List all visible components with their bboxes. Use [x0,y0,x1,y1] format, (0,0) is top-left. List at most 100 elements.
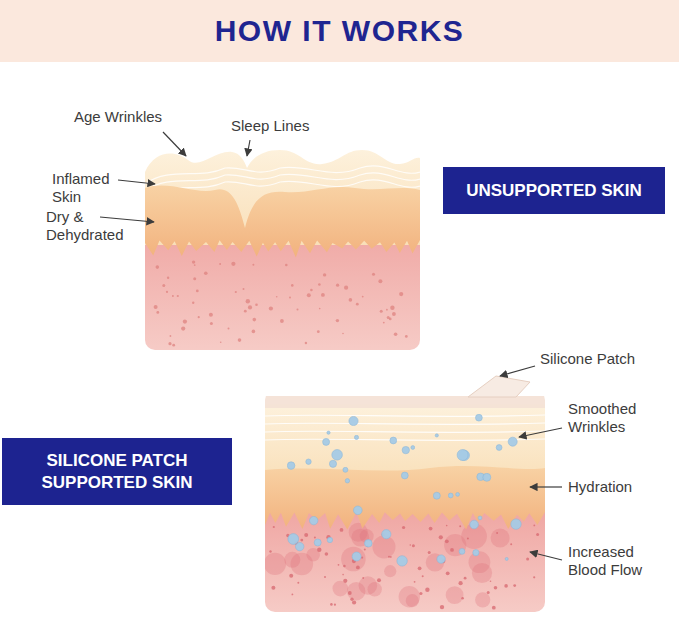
leader-line [163,132,186,156]
blotch [373,535,396,558]
dot [269,550,271,552]
dot [533,576,535,578]
blotch [384,565,396,577]
bubble [306,459,311,464]
dot [209,313,213,317]
dot [494,586,498,590]
dot [154,305,158,309]
dot [252,330,256,334]
dot [467,538,469,540]
bubble [287,462,295,470]
dot [445,539,449,543]
dot [425,588,429,592]
dot [231,262,235,266]
callout-label: Sleep Lines [231,117,309,135]
dot [172,344,175,347]
dot [192,260,195,263]
bubble [459,549,465,555]
dot [342,333,344,335]
dot [280,319,284,323]
dot [297,309,299,311]
dot [378,279,382,283]
dot [388,556,390,558]
dot [412,544,415,547]
dot [350,598,353,601]
dot [168,342,171,345]
dot [244,310,247,313]
dot [536,533,539,536]
dot [356,566,360,570]
leader-line [519,428,562,437]
dot [289,574,293,578]
leader-line [118,180,155,184]
box-content: SILICONE PATCH SUPPORTED SKIN [12,450,222,493]
bubble [437,555,445,563]
dot [166,291,168,293]
dot [349,298,353,302]
dot [439,535,443,539]
bubble [288,534,299,545]
dot [246,299,250,303]
dot [162,284,165,287]
bubble [457,450,468,461]
dermis-dots [269,525,539,610]
dot [252,264,254,266]
dot [330,603,333,606]
dot [192,302,194,304]
dot [248,305,252,309]
dot [487,591,490,594]
dot [318,283,321,286]
striation [265,431,545,432]
dot [253,318,257,322]
dot [317,548,321,552]
bubble [397,556,407,566]
dot [228,327,230,329]
blotch [491,529,510,548]
dot [276,296,278,298]
dot [459,525,461,527]
blotch [368,582,382,596]
dot [193,277,196,280]
bubble [411,446,415,450]
dot [289,296,291,298]
dot [285,264,288,267]
dry-layer [145,186,420,258]
dot [405,335,408,338]
box-label: SILICONE PATCH SUPPORTED SKIN [12,450,222,493]
box-label: UNSUPPORTED SKIN [466,180,642,201]
dot [446,525,448,527]
dot [362,296,364,298]
blotch [333,581,349,597]
dot [196,290,199,293]
dot [319,308,321,310]
silicone-patch [265,396,545,408]
dot [390,556,392,558]
page-title: HOW IT WORKS [0,14,679,48]
dot [399,292,403,296]
dot [210,322,213,325]
bubble [327,431,330,434]
callout-label: Silicone Patch [540,350,635,368]
dot [170,335,172,337]
striation [265,423,545,424]
bubble [508,437,517,446]
blotch [472,563,492,583]
dot [392,312,396,316]
surface-striations [265,415,545,440]
bubble [323,438,330,445]
dot [204,272,208,276]
dot [459,581,463,585]
dot [292,594,294,596]
dot [334,604,336,606]
blotch [475,592,490,607]
dot [390,306,394,310]
dot [291,284,294,287]
dot [314,537,316,539]
leader-line [247,140,250,156]
bubble [402,446,409,453]
striation [265,415,545,416]
dot [362,577,364,579]
supported-skin-block [265,396,545,612]
dot [304,533,308,537]
